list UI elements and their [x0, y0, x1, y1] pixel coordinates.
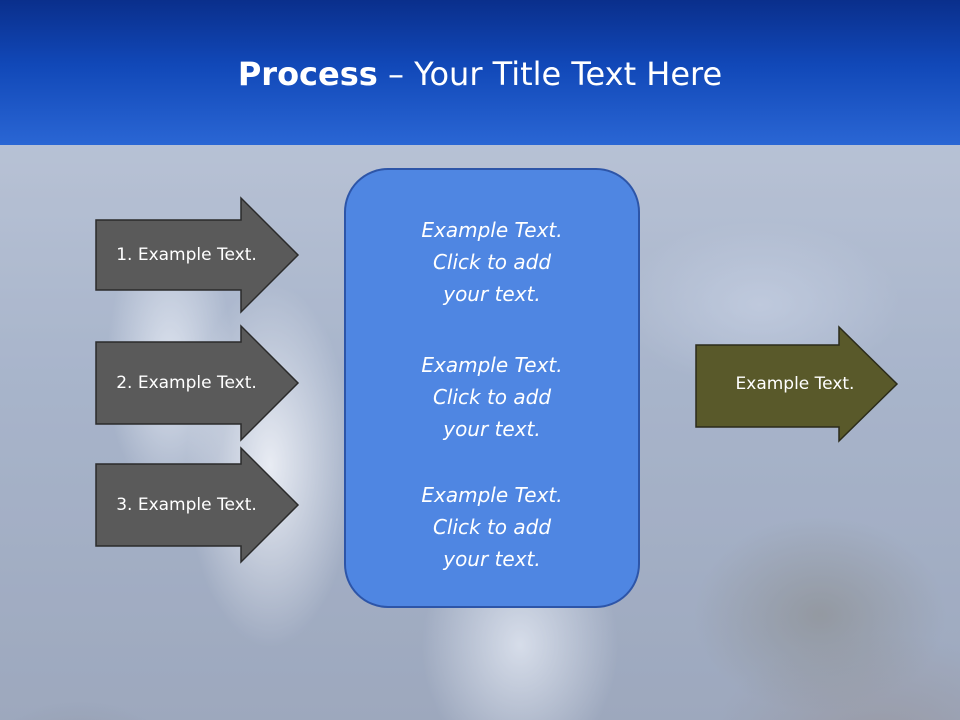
center-paragraph-3-line-1: Example Text.	[421, 483, 563, 507]
center-paragraph-3: Example Text. Click to add your text.	[346, 479, 638, 575]
left-arrow-2-label: 2. Example Text.	[116, 373, 257, 393]
right-arrow-shape	[695, 325, 899, 443]
left-arrow-2-shape	[95, 324, 300, 442]
center-paragraph-1: Example Text. Click to add your text.	[346, 214, 638, 310]
title-bold: Process	[237, 55, 378, 93]
slide-title[interactable]: Process – Your Title Text Here	[0, 52, 960, 96]
left-arrow-1-label: 1. Example Text.	[116, 245, 257, 265]
left-arrow-1[interactable]: 1. Example Text.	[95, 196, 300, 314]
right-arrow-label: Example Text.	[735, 374, 855, 394]
center-paragraph-2-line-2: Click to add	[432, 385, 552, 409]
center-text-box[interactable]: Example Text. Click to add your text. Ex…	[344, 168, 640, 608]
right-arrow[interactable]: Example Text.	[695, 325, 900, 443]
center-paragraph-1-line-3: your text.	[443, 282, 541, 306]
center-paragraph-2: Example Text. Click to add your text.	[346, 349, 638, 445]
title-band: Process – Your Title Text Here	[0, 0, 960, 145]
center-paragraph-1-line-1: Example Text.	[421, 218, 563, 242]
left-arrow-2[interactable]: 2. Example Text.	[95, 324, 300, 442]
title-rest: – Your Title Text Here	[377, 55, 723, 93]
center-paragraph-2-line-3: your text.	[443, 417, 541, 441]
center-paragraph-3-line-2: Click to add	[432, 515, 552, 539]
center-paragraph-1-line-2: Click to add	[432, 250, 552, 274]
left-arrow-3[interactable]: 3. Example Text.	[95, 446, 300, 564]
center-paragraph-2-line-1: Example Text.	[421, 353, 563, 377]
center-paragraph-3-line-3: your text.	[443, 547, 541, 571]
left-arrow-3-label: 3. Example Text.	[116, 495, 257, 515]
left-arrow-1-shape	[95, 196, 300, 314]
left-arrow-3-shape	[95, 446, 300, 564]
